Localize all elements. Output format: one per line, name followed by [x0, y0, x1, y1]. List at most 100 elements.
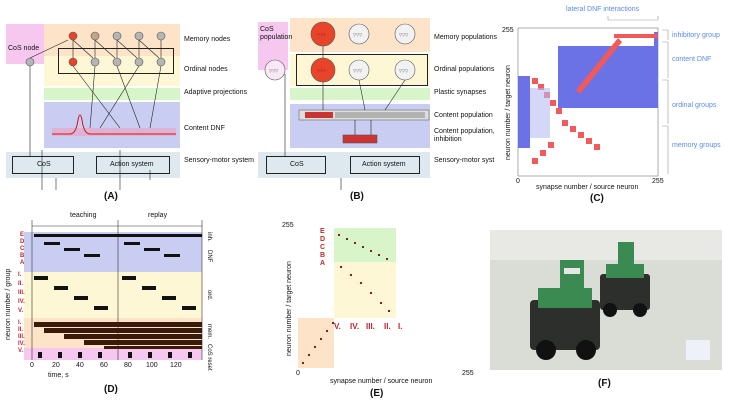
c-label-memory: memory groups	[672, 142, 721, 149]
layer-label-content-inh: Content population, inhibition	[434, 128, 495, 143]
layer-label-content-pop: Content population	[434, 112, 493, 119]
dnf-band	[44, 102, 180, 148]
layer-label-memory: Memory nodes	[184, 36, 231, 43]
panel-a-graphics	[25, 31, 176, 190]
d-letter-e: E	[20, 232, 25, 238]
c-ylabel: neuron number / target neuron	[505, 65, 512, 160]
layer-label-adaptive: Adaptive projections	[184, 89, 248, 96]
cos-population-label: CoS population	[260, 26, 293, 41]
d-xlabel: time, s	[48, 372, 69, 379]
plastic-band	[290, 88, 430, 100]
layer-label-plastic: Plastic synapses	[434, 89, 487, 96]
e-tick-255-x: 255	[462, 370, 474, 377]
cos-box-label: CoS	[37, 161, 51, 168]
svg-text:▼▼▼: ▼▼▼	[317, 32, 327, 37]
d-letter-b: B	[20, 253, 25, 259]
ordinal-populations-box	[296, 54, 428, 86]
svg-text:▽▽▽: ▽▽▽	[353, 68, 363, 73]
e-letter-b: B	[320, 252, 326, 259]
e-numeral-3: III.	[366, 322, 375, 331]
panel-e-caption: (E)	[370, 388, 384, 399]
svg-text:▼▼▼: ▼▼▼	[317, 68, 327, 73]
e-numeral-1: I.	[398, 322, 403, 331]
svg-text:▽▽▽: ▽▽▽	[399, 32, 409, 37]
d-ord-1: I.	[18, 272, 22, 278]
c-label-ordinal: ordinal groups	[672, 102, 717, 109]
panel-f-caption: (F)	[598, 378, 611, 389]
panel-b-graphics: ▼▼▼ ▼▼▼ ▽▽▽ ▽▽▽ ▽▽▽ ▽▽▽ ▽▽▽	[264, 21, 430, 190]
e-tick-0: 0	[296, 370, 300, 377]
e-letter-c: C	[320, 244, 326, 251]
d-letter-d: D	[20, 239, 25, 245]
d-xtick-0: 0	[30, 362, 34, 369]
layer-label-memory-pop: Memory populations	[434, 34, 498, 41]
e-tick-255-y: 255	[282, 222, 294, 229]
panel-a-caption: (A)	[104, 191, 118, 202]
svg-text:▽▽▽: ▽▽▽	[399, 68, 409, 73]
svg-text:▽▽▽: ▽▽▽	[353, 32, 363, 37]
e-numeral-5: V.	[334, 322, 341, 331]
e-letter-d: D	[320, 236, 326, 243]
c-tick-255-x: 255	[652, 178, 664, 185]
d-xtick-120: 120	[170, 362, 182, 369]
d-mem-2: II.	[18, 327, 24, 333]
d-xtick-80: 80	[124, 362, 132, 369]
layer-label-ordinal: Ordinal nodes	[184, 66, 228, 73]
c-xlabel: synapse number / source neuron	[536, 184, 639, 191]
layer-label-dnf: Content DNF	[184, 125, 225, 132]
panel-e-matrix	[298, 228, 396, 368]
e-xlabel: synapse number / source neuron	[330, 378, 433, 385]
d-xtick-40: 40	[76, 362, 84, 369]
e-numeral-2: II.	[384, 322, 391, 331]
action-system-b-label: Action system	[362, 161, 406, 168]
cos-node-band	[6, 24, 44, 64]
layer-label-sensory: Sensory-motor system	[184, 157, 255, 164]
d-ylabel: neuron number / group	[5, 268, 12, 340]
d-letter-c: C	[20, 246, 25, 252]
action-system-label: Action system	[110, 161, 154, 168]
c-tick-255: 255	[502, 27, 514, 34]
adaptive-band	[44, 88, 180, 100]
ordinal-nodes-box	[58, 48, 174, 74]
d-letter-a: A	[20, 260, 25, 266]
memory-band	[44, 24, 180, 56]
d-xtick-100: 100	[146, 362, 158, 369]
d-ord-4: IV.	[18, 299, 25, 305]
d-right-ord: ord.	[206, 290, 212, 301]
d-ord-5: V.	[18, 308, 24, 314]
d-xtick-60: 60	[100, 362, 108, 369]
action-system-box	[96, 156, 170, 174]
c-tick-0: 0	[516, 178, 520, 185]
d-phase-teaching: teaching	[70, 212, 97, 219]
c-label-content: content DNF	[672, 56, 712, 63]
d-right-dnf: DNF	[206, 250, 212, 263]
cos-node-label: CoS node	[8, 45, 40, 52]
layer-label-sensory-b: Sensory-motor syst	[434, 157, 495, 164]
panel-c-matrix	[517, 16, 669, 177]
panel-b-caption: (B)	[350, 191, 364, 202]
d-phase-replay: replay	[148, 212, 168, 219]
d-xtick-20: 20	[52, 362, 60, 369]
d-ord-3: III.	[18, 290, 25, 296]
robot-back	[600, 242, 650, 317]
d-ord-2: II.	[18, 281, 24, 287]
lateral-dnf-label: lateral DNF interactions	[566, 6, 640, 13]
e-ylabel: neuron number / target neuron	[286, 261, 293, 356]
panel-c-caption: (C)	[590, 193, 604, 204]
e-letter-e: E	[320, 228, 325, 235]
robots-photo	[490, 230, 722, 370]
cos-box-b-label: CoS	[290, 161, 304, 168]
robot-front	[530, 260, 600, 360]
cos-box	[12, 156, 74, 174]
action-system-box-b	[350, 156, 420, 174]
d-mem-4: IV.	[18, 341, 25, 347]
panel-d-raster	[24, 220, 203, 360]
e-numeral-4: IV.	[350, 322, 360, 331]
svg-text:▽▽▽: ▽▽▽	[269, 68, 279, 73]
layer-label-ordinal-pop: Ordinal populations	[434, 66, 495, 73]
d-right-inh: inh.	[206, 232, 212, 242]
panel-d-caption: (D)	[104, 384, 118, 395]
d-mem-3: III.	[18, 334, 25, 340]
d-right-mem: mem.	[206, 324, 212, 339]
d-mem-5: V.	[18, 348, 24, 354]
